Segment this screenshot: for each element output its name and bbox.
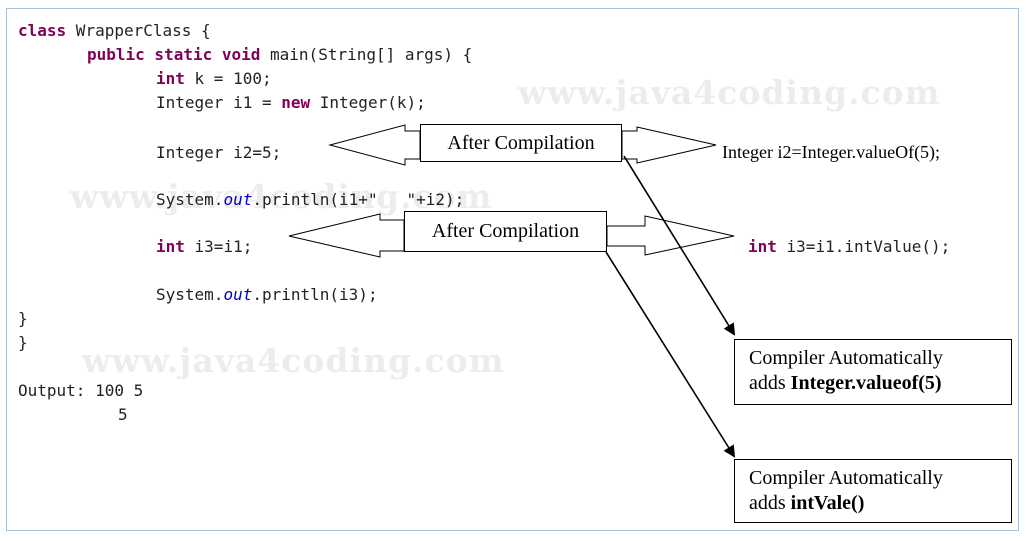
- right-hollow-arrow: [606, 215, 735, 256]
- code-text: System.: [156, 190, 224, 209]
- left-hollow-arrow: [328, 124, 421, 166]
- watermark: www.java4coding.com: [82, 341, 505, 380]
- watermark: www.java4coding.com: [70, 177, 493, 216]
- code-text: Integer i1 =: [156, 93, 282, 112]
- field-out: out: [223, 190, 253, 209]
- note-line: adds Integer.valueof(5): [749, 371, 1011, 396]
- after-compilation-label: After Compilation: [431, 220, 580, 242]
- output-line-2: 5: [118, 405, 128, 425]
- watermark: www.java4coding.com: [518, 73, 941, 112]
- note-line: Compiler Automatically: [749, 347, 943, 369]
- keyword: int: [748, 237, 777, 256]
- after-compilation-label: After Compilation: [447, 132, 595, 154]
- code-line-int-i3: int i3=i1;: [156, 237, 252, 257]
- code-text: }: [18, 309, 28, 328]
- code-text: .println(i1+" "+i2);: [252, 190, 465, 209]
- keyword: new: [281, 93, 311, 112]
- code-line-integer-i1: Integer i1 = new Integer(k);: [156, 93, 426, 113]
- keyword: public static void: [87, 45, 261, 64]
- code-line-close-brace: }: [18, 333, 28, 353]
- compiler-note-box: Compiler Automatically adds Integer.valu…: [734, 339, 1012, 405]
- compiled-valueof-text: Integer i2=Integer.valueOf(5);: [722, 142, 941, 162]
- left-hollow-arrow: [288, 213, 405, 258]
- after-compilation-box: After Compilation: [404, 211, 607, 252]
- code-line-println-1: System.out.println(i1+" "+i2);: [156, 190, 464, 210]
- note-line: Compiler Automatically: [749, 467, 943, 489]
- compiler-note-box: Compiler Automatically adds intVale(): [734, 459, 1012, 523]
- code-line-close-brace: }: [18, 309, 28, 329]
- code-text: System.: [156, 285, 224, 304]
- field-out: out: [223, 285, 253, 304]
- code-text: .println(i3);: [252, 285, 378, 304]
- code-line-main: public static void main(String[] args) {: [87, 45, 472, 65]
- note-method: Integer.valueof(5): [790, 372, 942, 394]
- diagram-frame: [6, 8, 1019, 531]
- compiled-intvalue-text: int i3=i1.intValue();: [748, 237, 950, 257]
- note-method: intVale(): [790, 492, 865, 514]
- output-text: 5: [118, 405, 128, 424]
- output-text: Output: 100 5: [18, 381, 144, 400]
- output-line-1: Output: 100 5: [18, 381, 143, 401]
- code-text: i3=i1;: [184, 237, 253, 256]
- after-compilation-box: After Compilation: [420, 124, 622, 162]
- code-text: Integer i2=5;: [156, 143, 282, 162]
- pointer-arrow-2: [605, 251, 736, 458]
- code-line-int-k: int k = 100;: [156, 69, 272, 89]
- note-prefix: adds: [749, 372, 791, 394]
- code-text: }: [18, 333, 28, 352]
- pointer-arrow-1: [623, 155, 736, 336]
- code-text: WrapperClass {: [66, 21, 211, 40]
- note-line: adds intVale(): [749, 491, 1011, 516]
- code-text: i3=i1.intValue();: [776, 237, 951, 256]
- code-text: k = 100;: [184, 69, 272, 88]
- code-text: main(String[] args) {: [260, 45, 473, 64]
- code-line-integer-i2: Integer i2=5;: [156, 143, 281, 163]
- keyword: int: [156, 237, 185, 256]
- code-line-println-2: System.out.println(i3);: [156, 285, 378, 305]
- keyword: class: [18, 21, 67, 40]
- note-prefix: adds: [749, 492, 791, 514]
- code-text: Integer(k);: [310, 93, 426, 112]
- code-line-class: class WrapperClass {: [18, 21, 211, 41]
- right-hollow-arrow: [621, 126, 717, 164]
- keyword: int: [156, 69, 185, 88]
